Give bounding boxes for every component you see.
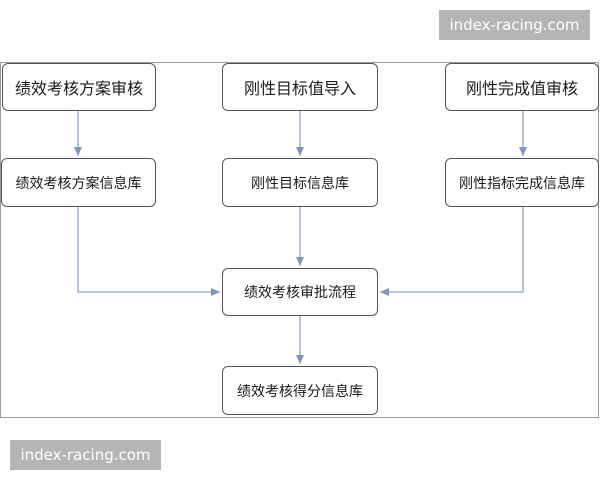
node-rigid-complete-db: 刚性指标完成信息库	[445, 158, 599, 207]
node-plan-info-db: 绩效考核方案信息库	[1, 158, 156, 207]
node-rigid-target-db: 刚性目标信息库	[222, 158, 378, 207]
node-score-info-db: 绩效考核得分信息库	[222, 366, 378, 415]
watermark-bottom: index-racing.com	[10, 440, 161, 470]
node-plan-review: 绩效考核方案审核	[2, 63, 156, 111]
arrow-complete-db-to-approval	[380, 207, 524, 296]
arrow-plan-db-to-approval	[77, 207, 220, 296]
watermark-top: index-racing.com	[439, 10, 590, 40]
node-rigid-target-import: 刚性目标值导入	[222, 63, 378, 111]
node-approval-flow: 绩效考核审批流程	[222, 268, 378, 316]
node-rigid-complete-review: 刚性完成值审核	[445, 63, 599, 111]
diagram-frame	[0, 62, 599, 418]
